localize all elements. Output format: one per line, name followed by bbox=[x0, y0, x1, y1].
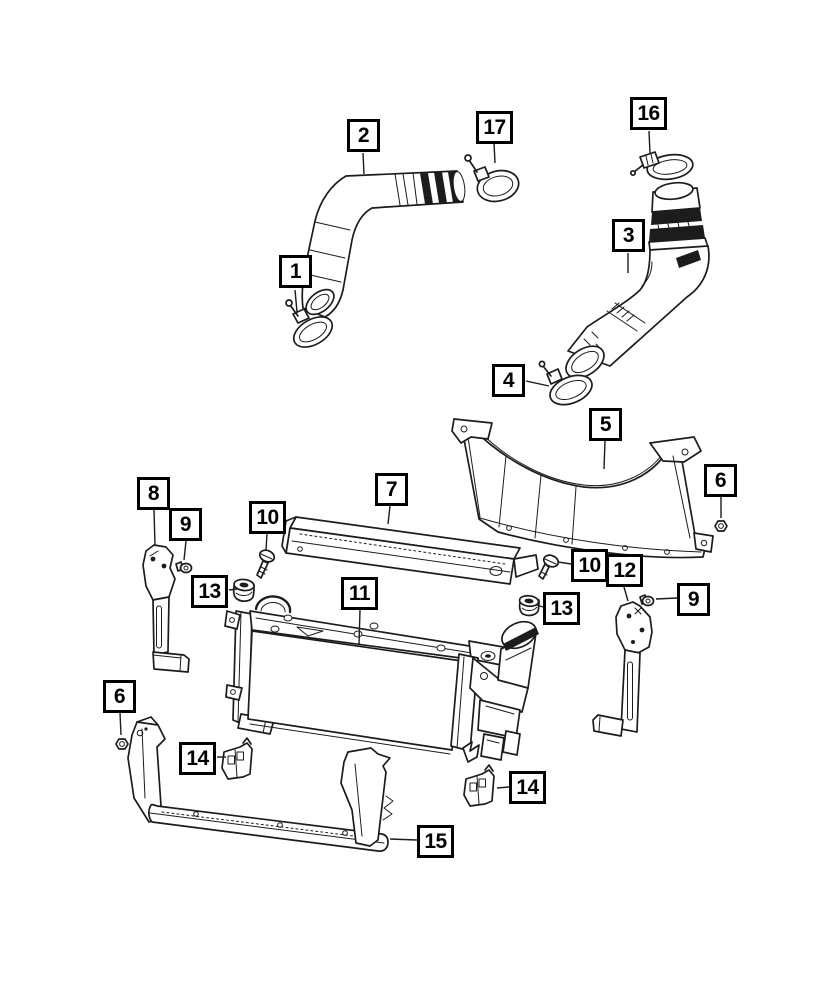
leader-6-left bbox=[119, 712, 122, 736]
callout-11: 11 bbox=[341, 577, 378, 610]
screw-left-drawing bbox=[256, 549, 276, 579]
leader-5 bbox=[603, 440, 606, 470]
callout-11-label: 11 bbox=[348, 582, 371, 605]
callout-10-left: 10 bbox=[249, 501, 286, 534]
clamp-16-drawing bbox=[629, 151, 694, 181]
callout-13-left: 13 bbox=[191, 575, 228, 608]
closure-panel-drawing bbox=[127, 716, 389, 852]
callout-14-left-label: 14 bbox=[186, 747, 209, 770]
callout-17-label: 17 bbox=[483, 116, 506, 139]
callout-14-right-label: 14 bbox=[516, 776, 539, 799]
callout-10-left-label: 10 bbox=[256, 506, 279, 529]
leader-10-left bbox=[265, 533, 268, 551]
lower-support-bracket-drawing bbox=[340, 747, 394, 847]
callout-1-label: 1 bbox=[289, 260, 302, 283]
callout-2: 2 bbox=[347, 119, 380, 152]
leader-13-right bbox=[536, 604, 544, 608]
grommet-right-drawing bbox=[518, 594, 540, 617]
callout-14-right: 14 bbox=[509, 771, 546, 804]
bolt-right-drawing bbox=[639, 594, 655, 607]
callout-13-right: 13 bbox=[543, 592, 580, 625]
callout-8: 8 bbox=[137, 477, 170, 510]
leader-9-left bbox=[183, 540, 187, 561]
leader-13-left bbox=[228, 588, 238, 591]
callout-1: 1 bbox=[279, 255, 312, 288]
callout-6-right-label: 6 bbox=[714, 469, 727, 492]
callout-15: 15 bbox=[417, 825, 454, 858]
callout-4-label: 4 bbox=[502, 369, 515, 392]
callout-12: 12 bbox=[606, 554, 643, 587]
shroud-drawing bbox=[451, 418, 714, 559]
callout-13-right-label: 13 bbox=[550, 597, 573, 620]
bolt-left-drawing bbox=[175, 561, 193, 574]
leader-12 bbox=[623, 586, 629, 602]
lower-support-right-drawing bbox=[462, 741, 480, 763]
callout-14-left: 14 bbox=[179, 742, 216, 775]
callout-13-left-label: 13 bbox=[198, 580, 221, 603]
callout-10-right: 10 bbox=[571, 549, 608, 582]
callout-9-right: 9 bbox=[677, 583, 710, 616]
duct-left-drawing bbox=[301, 170, 466, 318]
callout-8-label: 8 bbox=[147, 482, 160, 505]
leader-9-right bbox=[655, 597, 678, 600]
duct-right-drawing bbox=[565, 181, 710, 379]
callout-12-label: 12 bbox=[613, 559, 636, 582]
clip-right-drawing bbox=[463, 764, 495, 807]
leader-11 bbox=[358, 609, 361, 646]
clamp-17-drawing bbox=[464, 154, 520, 203]
callout-16-label: 16 bbox=[637, 102, 660, 125]
leader-2 bbox=[362, 152, 365, 175]
callout-9-left-label: 9 bbox=[179, 513, 192, 536]
leader-15 bbox=[389, 838, 418, 841]
leader-14-right bbox=[496, 786, 510, 789]
leader-7 bbox=[387, 505, 391, 525]
callout-6-right: 6 bbox=[704, 464, 737, 497]
callout-7: 7 bbox=[375, 473, 408, 506]
leader-1 bbox=[294, 289, 298, 313]
leader-16 bbox=[648, 130, 651, 154]
callout-3-label: 3 bbox=[622, 224, 635, 247]
callout-5: 5 bbox=[589, 408, 622, 441]
callout-4: 4 bbox=[492, 364, 525, 397]
screw-right-drawing bbox=[538, 554, 560, 580]
callout-16: 16 bbox=[630, 97, 667, 130]
callout-6-left: 6 bbox=[103, 680, 136, 713]
callout-15-label: 15 bbox=[424, 830, 447, 853]
intercooler-drawing bbox=[224, 595, 539, 761]
leader-4 bbox=[525, 380, 550, 387]
callout-3: 3 bbox=[612, 219, 645, 252]
nut-right-drawing bbox=[714, 520, 728, 532]
leader-17 bbox=[493, 142, 496, 164]
callout-5-label: 5 bbox=[599, 413, 612, 436]
callout-17: 17 bbox=[476, 111, 513, 144]
grommet-left-drawing bbox=[232, 578, 255, 603]
callout-7-label: 7 bbox=[385, 478, 398, 501]
callout-10-right-label: 10 bbox=[578, 554, 601, 577]
bracket-left-drawing bbox=[142, 544, 190, 673]
callout-6-left-label: 6 bbox=[113, 685, 126, 708]
seal-strip-drawing bbox=[281, 516, 539, 585]
clamp-4-drawing bbox=[538, 360, 593, 406]
leader-lines bbox=[119, 130, 722, 841]
bracket-right-drawing bbox=[592, 601, 653, 737]
clamp-1-drawing bbox=[285, 299, 334, 348]
nut-left-drawing bbox=[115, 738, 129, 750]
callout-9-left: 9 bbox=[169, 508, 202, 541]
leader-10-right bbox=[557, 561, 572, 565]
callout-9-right-label: 9 bbox=[687, 588, 700, 611]
clip-left-drawing bbox=[221, 737, 253, 780]
callout-2-label: 2 bbox=[357, 124, 370, 147]
leader-8 bbox=[153, 509, 156, 546]
